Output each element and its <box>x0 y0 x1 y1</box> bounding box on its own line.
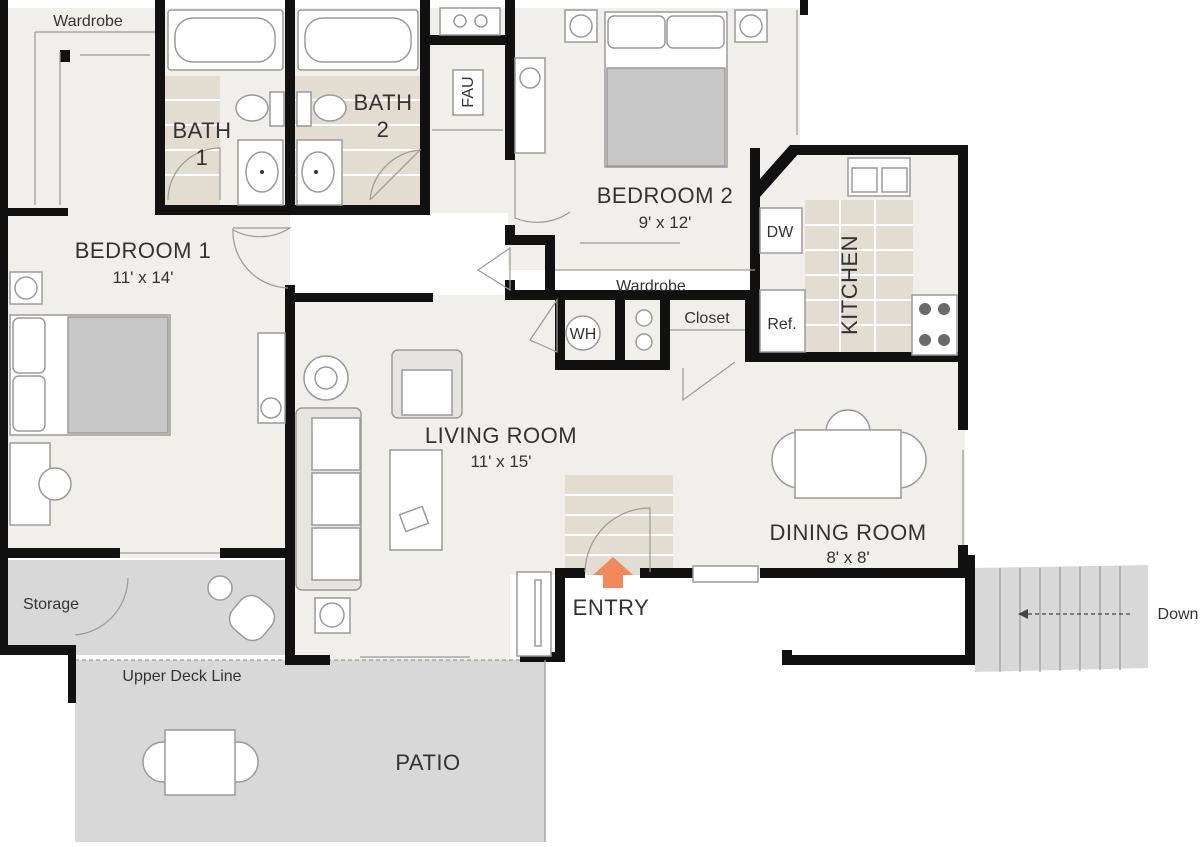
stairs-down-label: Down <box>1158 606 1199 623</box>
entry-tile-floor <box>565 475 673 575</box>
door-bedroom1 <box>232 227 293 238</box>
bath2-number: 2 <box>377 117 390 142</box>
dresser-bedroom1 <box>257 332 286 424</box>
toilet-bath1 <box>235 91 285 127</box>
bedroom1-size: 11' x 14' <box>113 268 174 287</box>
door-bath2 <box>369 149 422 201</box>
lamp-table-living-top <box>303 355 349 401</box>
living-room-label: LIVING ROOM <box>425 423 577 448</box>
closet-label: Closet <box>684 310 730 327</box>
fau-label: FAU <box>460 76 477 107</box>
kitchen-sink <box>847 157 911 197</box>
desk-bedroom1 <box>9 442 72 526</box>
fau-unit: FAU <box>452 69 484 116</box>
nightstand-bedroom1 <box>9 271 43 305</box>
bath1-number: 1 <box>196 145 209 170</box>
armchair-living <box>391 349 463 419</box>
coffee-table-living <box>389 449 443 551</box>
sofa-living <box>295 407 362 591</box>
ref-label: Ref. <box>767 316 796 333</box>
entry-arrow-icon <box>593 557 633 588</box>
bedroom2-size: 9' x 12' <box>639 213 692 232</box>
linen-closet <box>635 309 653 351</box>
dishwasher <box>759 207 803 254</box>
door-bedroom2 <box>514 160 571 223</box>
door-bath1 <box>167 147 221 201</box>
dw-label: DW <box>767 224 795 241</box>
bathtub-bath1 <box>167 9 284 71</box>
kitchen-tile-floor <box>805 200 913 355</box>
vanity-sinks <box>439 7 501 36</box>
kitchen-label: KITCHEN <box>837 235 862 335</box>
door-closet <box>682 361 736 402</box>
dining-table <box>771 409 927 499</box>
entry-bench <box>692 565 759 583</box>
walls <box>0 0 975 703</box>
dresser-bedroom2 <box>514 57 546 154</box>
wardrobe-bedroom1 <box>34 31 155 205</box>
toilet-bath2 <box>296 91 347 127</box>
storage-label: Storage <box>23 596 79 613</box>
door-entry <box>584 507 651 573</box>
sink-bath1 <box>237 139 284 206</box>
tv-stand-living <box>516 571 552 657</box>
patio-table <box>142 729 259 796</box>
bed-bedroom1 <box>9 314 171 436</box>
door-storage <box>74 577 129 636</box>
dining-room-label: DINING ROOM <box>769 520 926 545</box>
bathtub-bath2 <box>297 9 419 71</box>
bedroom2-label: BEDROOM 2 <box>597 183 734 208</box>
bath2-label: BATH <box>353 90 412 115</box>
nightstand-bedroom2-left <box>564 9 598 43</box>
bath1-label: BATH <box>172 118 231 143</box>
sink-bath2 <box>296 139 343 206</box>
door-hall <box>476 246 511 292</box>
dining-room-size: 8' x 8' <box>826 548 869 567</box>
refrigerator <box>759 289 806 353</box>
patio-chair-storage <box>207 575 276 642</box>
water-heater <box>565 315 601 351</box>
patio-label: PATIO <box>395 750 460 775</box>
nightstand-bedroom2-right <box>734 9 768 43</box>
wardrobe-top-label: Wardrobe <box>53 13 123 30</box>
bed-bedroom2 <box>604 11 728 168</box>
wh-label: WH <box>570 326 597 343</box>
stairs-down <box>975 565 1148 672</box>
bedroom1-label: BEDROOM 1 <box>75 238 212 263</box>
living-room-size: 11' x 15' <box>471 452 532 471</box>
upper-deck-label: Upper Deck Line <box>122 668 241 685</box>
stove <box>911 294 958 356</box>
door-bedroom1-arc <box>232 227 289 289</box>
entry-label: ENTRY <box>573 595 650 620</box>
door-wh <box>529 298 558 353</box>
wardrobe-mid-label: Wardrobe <box>616 278 686 295</box>
lamp-table-living-bottom <box>314 597 351 634</box>
